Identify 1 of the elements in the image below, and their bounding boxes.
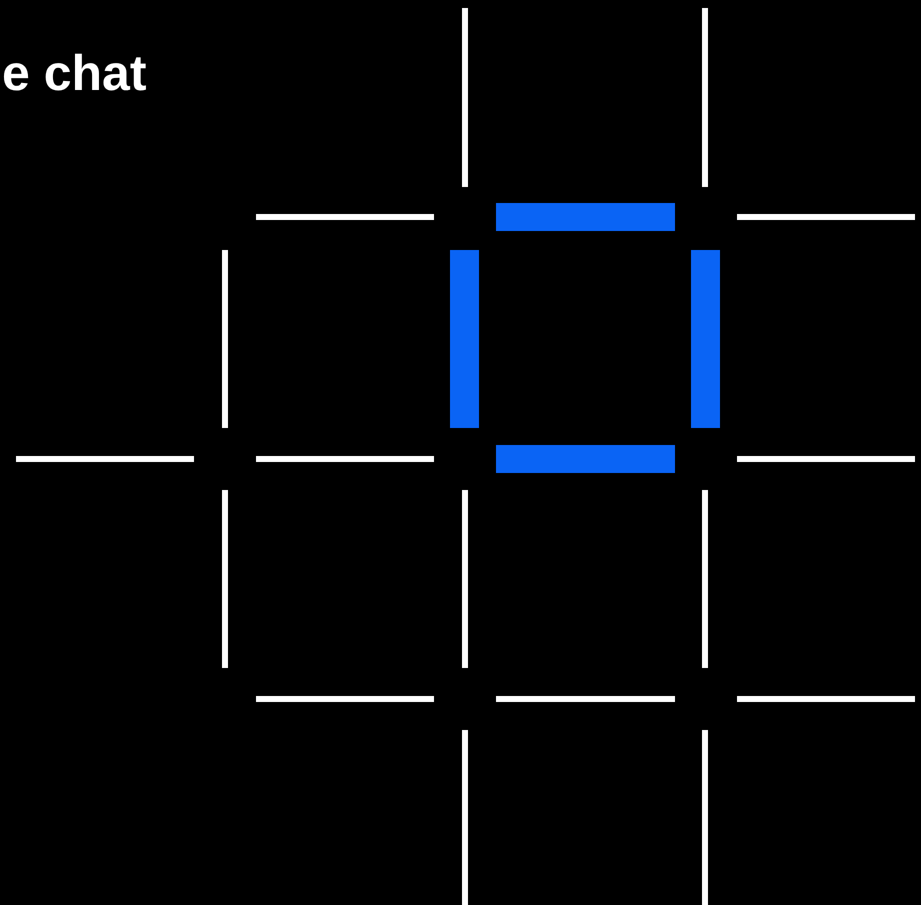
heading-text: e chat	[2, 48, 147, 98]
